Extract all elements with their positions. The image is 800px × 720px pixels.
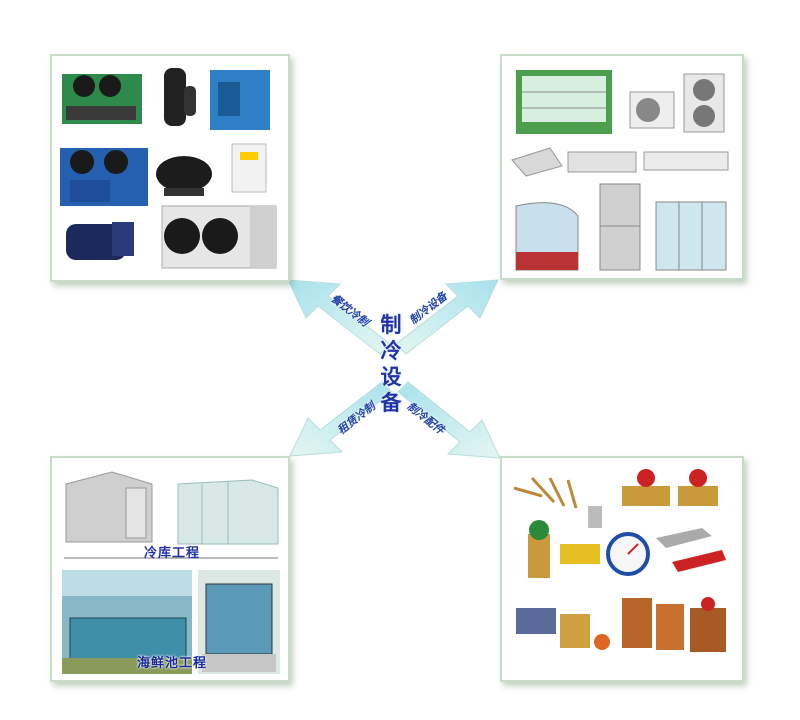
cold-room-project-label: 冷库工程 xyxy=(144,546,201,561)
center-title: 制冷设备 xyxy=(380,312,402,415)
panel-cold-room-projects: 冷库工程 海鲜池工程 xyxy=(50,456,290,682)
panel-refrigeration-parts xyxy=(500,456,744,682)
refrigeration-parts-image xyxy=(513,469,726,652)
compressor-units-image xyxy=(60,68,277,269)
arrow-top-left xyxy=(287,279,391,355)
arrow-bottom-right xyxy=(397,381,501,459)
panel-display-cabinets xyxy=(500,54,744,280)
arrow-top-right xyxy=(395,279,499,355)
arrow-bottom-left xyxy=(289,381,393,457)
display-cabinets-image xyxy=(511,70,729,271)
cold-room-aquarium-image xyxy=(62,471,280,674)
aquarium-project-label: 海鲜池工程 xyxy=(137,656,208,671)
panel-compressors xyxy=(50,54,290,282)
